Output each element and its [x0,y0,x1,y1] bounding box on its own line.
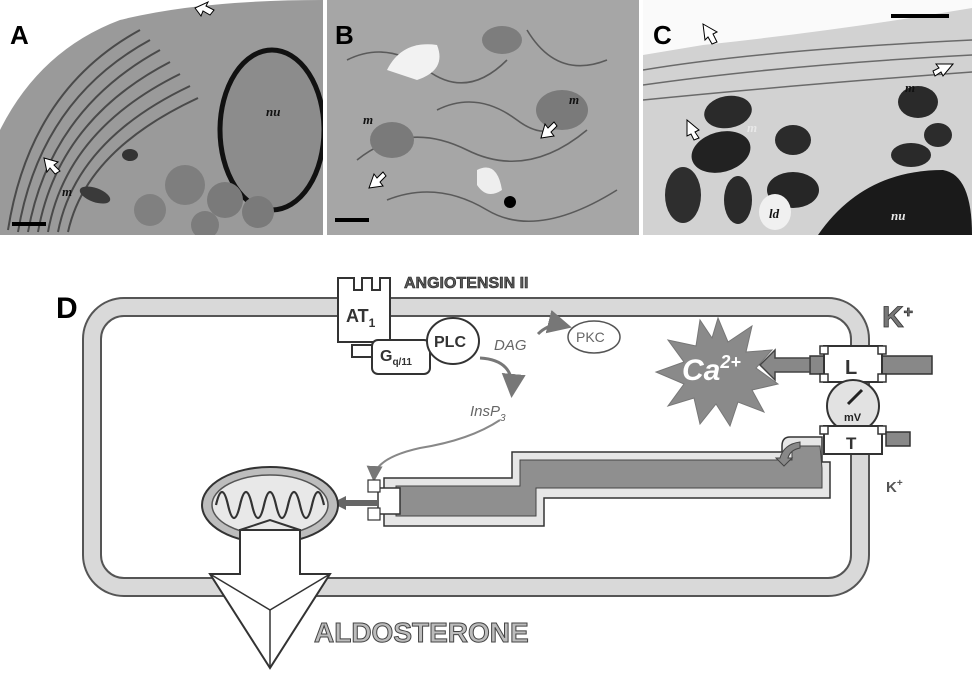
panel-a-label: A [10,20,29,50]
mitochondrion-label-c2: m [905,80,916,95]
voltage-needle [846,388,864,406]
insp3-text: InsP [470,403,500,420]
aldosterone-label: ALDOSTERONE [314,617,529,648]
nucleus-label-c: nu [891,208,906,223]
calcium-burst [654,316,780,428]
panel-d-label: D [56,292,78,325]
gq11-label: Gq/11 [380,348,412,368]
t-type-channel [819,425,887,455]
gq11-text: G [380,348,392,365]
t-channel-label: T [846,434,857,453]
mitochondrion-label-b2: m [569,92,580,107]
voltage-label: mV [844,412,862,424]
micrograph-panel-b: B m m [327,0,639,235]
mitochondrion-label-a: m [62,184,73,199]
potassium-bottom-superscript: + [897,478,903,489]
insp3-label: InsP3 [470,403,506,424]
insp3-to-mitochondrion-arrow [366,419,501,482]
micrograph-panel-a: A nu m [0,0,323,235]
gq11-subscript: q/11 [392,357,412,368]
micrograph-panel-c: C m m ld nu [643,0,972,235]
dag-to-pkc-arrow [536,309,572,336]
calcium-text: Ca [682,354,720,387]
micrograph-c-image [643,0,972,235]
dag-label: DAG [494,337,527,354]
pkc-enzyme [567,320,621,354]
aldosterone-arrow [208,518,332,670]
micrograph-b-image [327,0,639,235]
angiotensin-label: ANGIOTENSIN II [404,275,528,292]
at1-subscript: 1 [369,316,376,330]
micrograph-a-image [0,0,323,235]
t-channel-inflow-arrow [774,441,801,467]
panel-c-label: C [653,20,672,50]
mitochondrial-channel [377,487,401,515]
potassium-label-top: K+ [882,301,913,334]
insp3-subscript: 3 [500,413,506,424]
lipid-droplet-label: ld [769,206,780,221]
nucleus-label-a: nu [266,104,281,119]
calcium-label: Ca2+ [682,352,741,387]
mitochondrion-label-c1: m [747,120,758,135]
t-channel-pipe [885,431,911,447]
l-channel-label: L [845,357,857,379]
voltage-meter-icon [826,379,880,433]
pkc-label: PKC [576,329,605,345]
gq11-protein [351,339,431,375]
potassium-bottom-text: K [886,479,897,496]
mitochondrion-label-b1: m [363,112,374,127]
plc-to-insp3-arrow [479,356,526,398]
panel-b-label: B [335,20,354,50]
potassium-top-text: K [882,301,904,334]
signaling-diagram: D ANGIOTENSIN II AT1 Gq/11 PLC DAG PKC I… [56,275,933,670]
potassium-top-superscript: + [904,304,913,321]
calcium-superscript: 2+ [719,352,741,372]
potassium-label-bottom: K+ [886,478,903,496]
l-type-channel [819,345,887,383]
at1-text: AT [346,306,369,326]
at1-label: AT1 [346,306,376,330]
plc-label: PLC [434,334,466,351]
plc-enzyme [426,317,480,365]
